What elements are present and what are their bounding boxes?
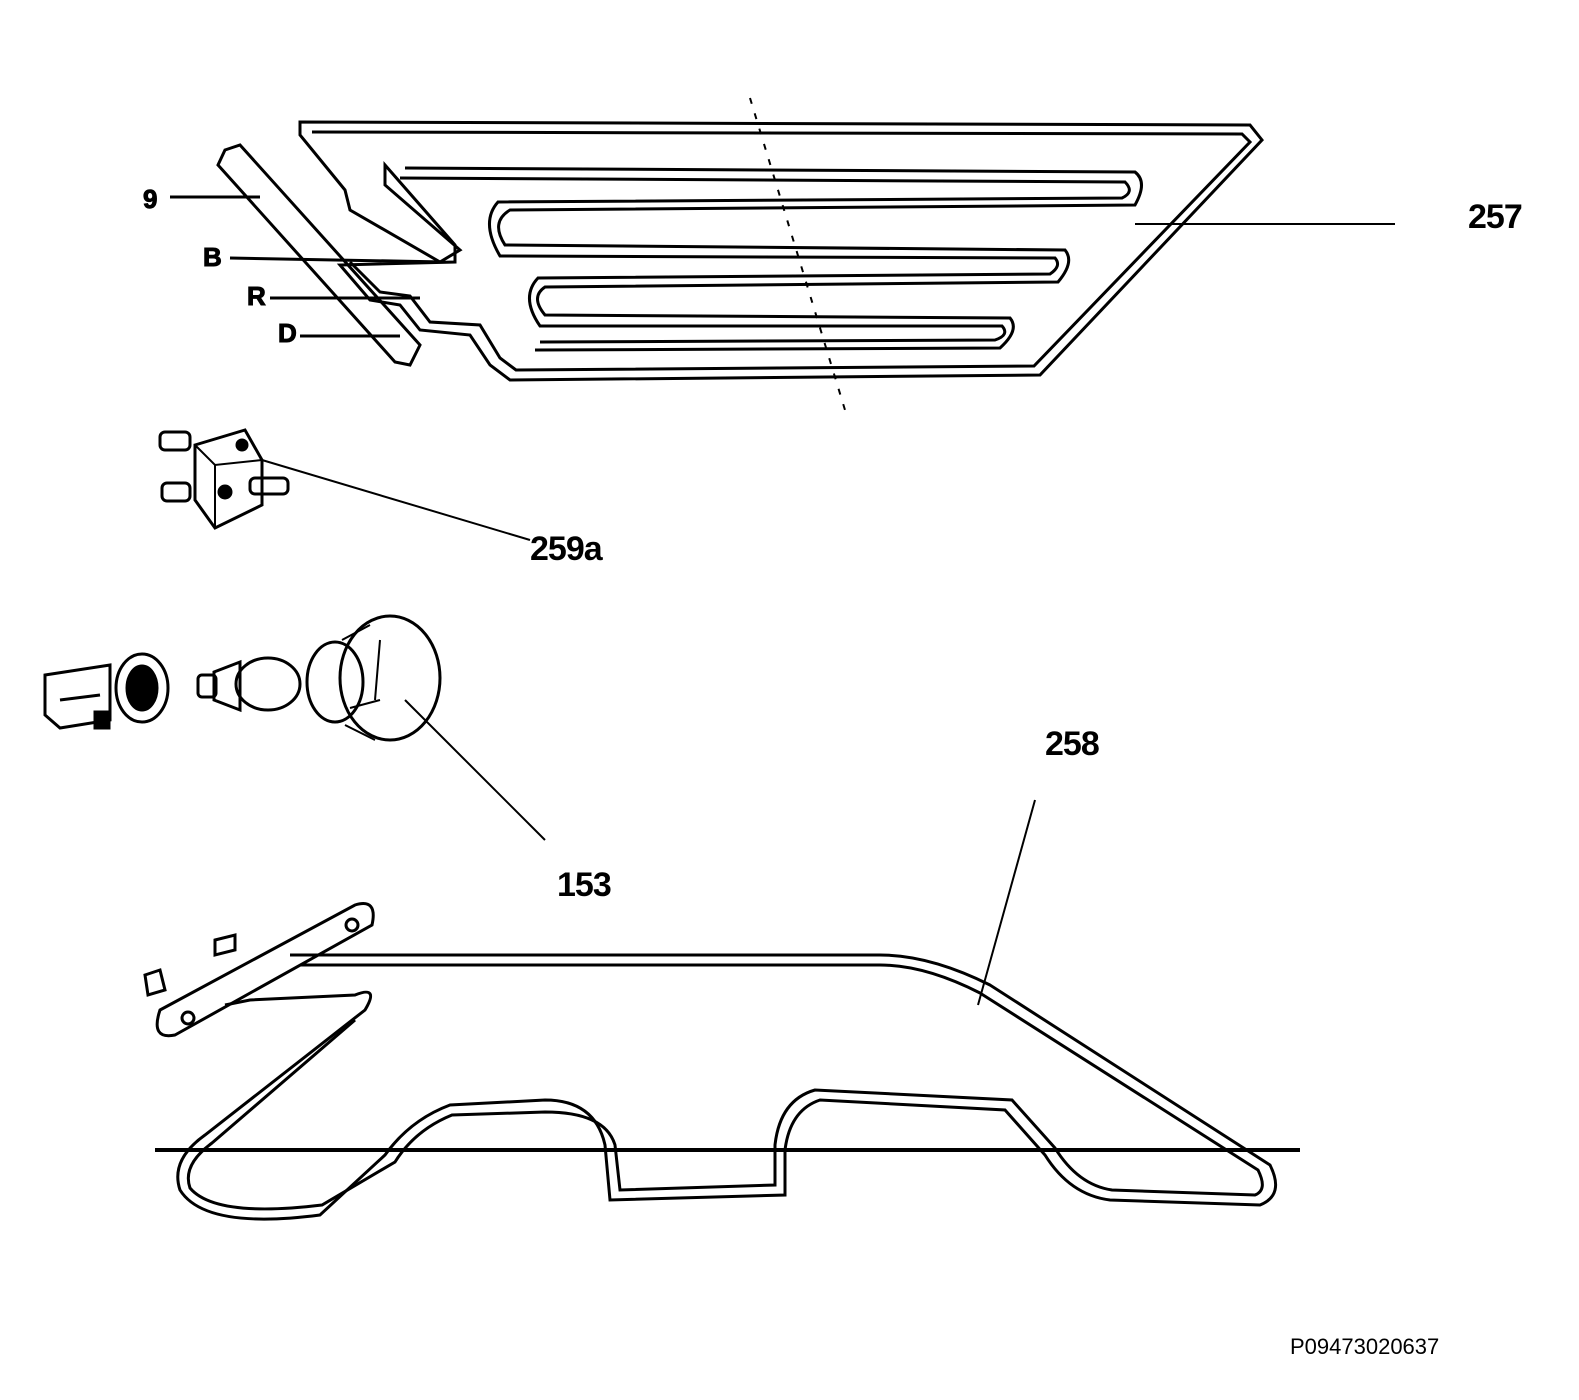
leader-line-258 <box>977 799 1036 1006</box>
callout-153: 153 <box>557 866 612 904</box>
upper-element-tube-outer <box>298 120 1264 382</box>
upper-element-tube-inner <box>311 130 1253 372</box>
leader-line-259a <box>261 459 531 541</box>
oven-lamp-assembly <box>43 614 546 841</box>
lower-element-tube-outer <box>176 953 1278 1221</box>
lower-element-tube-inner <box>186 963 1264 1211</box>
leader-line-153 <box>404 699 546 841</box>
upper-element-terminals <box>170 195 446 338</box>
terminal-mark-1: 9 <box>143 184 157 214</box>
callout-258: 258 <box>1045 725 1100 763</box>
thermostat-body <box>193 428 264 530</box>
callout-257: 257 <box>1468 198 1523 236</box>
terminal-mark-2: B <box>203 242 222 272</box>
terminal-mark-4: D <box>278 318 297 348</box>
lamp-holder <box>43 652 170 730</box>
lower-heating-element <box>143 799 1300 1221</box>
thermostat <box>158 428 531 541</box>
upper-heating-element: 9 B R D <box>143 97 1395 411</box>
lamp-glass-cover <box>305 614 442 742</box>
lower-element-bracket <box>155 902 375 1038</box>
upper-element-loop-2 <box>399 176 1131 344</box>
upper-element-bracket <box>216 143 422 367</box>
lamp-bulb <box>196 656 302 713</box>
upper-element-axis <box>749 97 846 411</box>
terminal-mark-3: R <box>247 281 266 311</box>
callout-259a: 259a <box>530 530 603 568</box>
upper-element-loop-1 <box>404 166 1143 352</box>
document-id: P09473020637 <box>1290 1334 1440 1359</box>
